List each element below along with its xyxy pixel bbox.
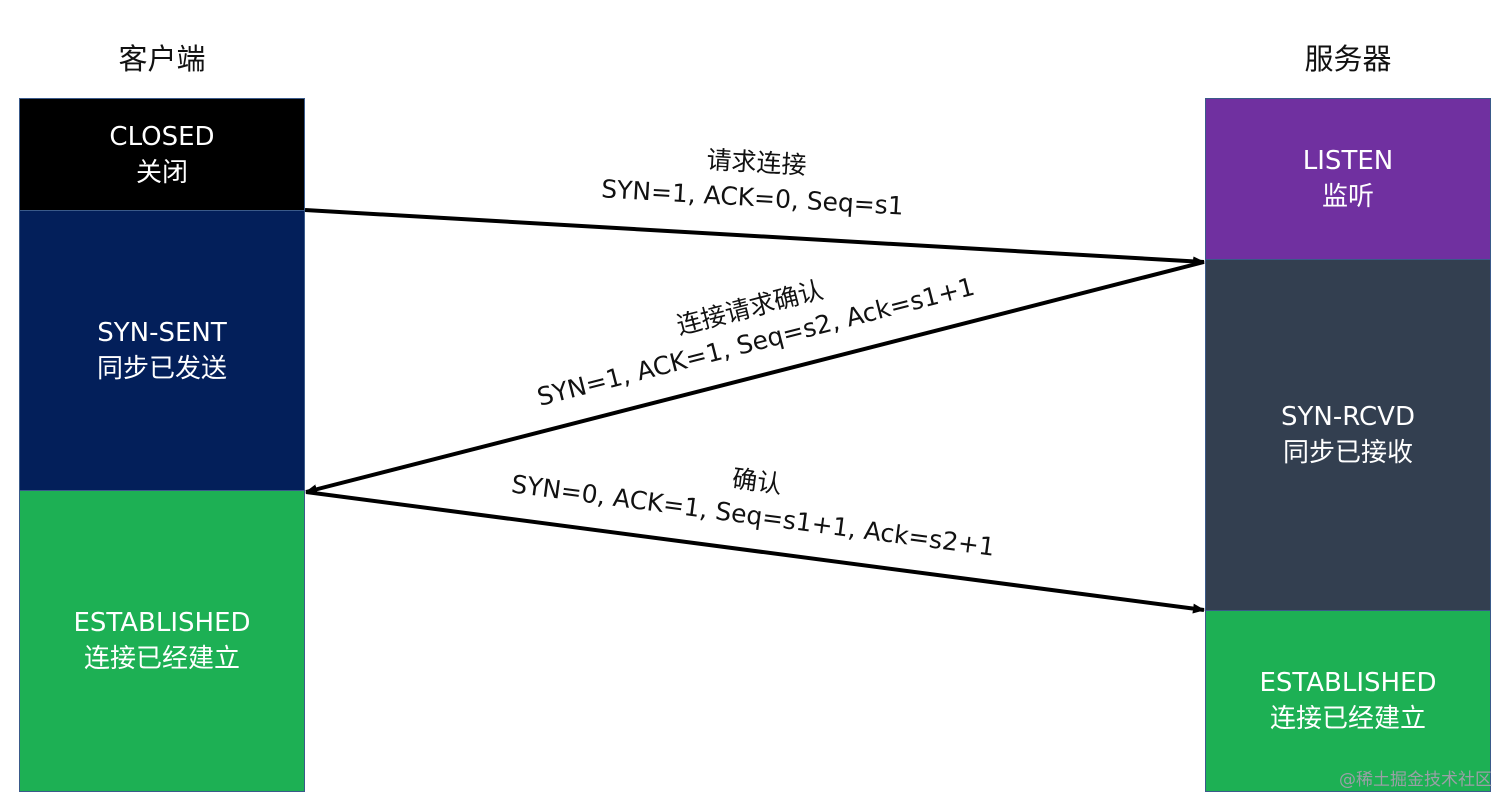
server-state-listen-zh: 监听 bbox=[1321, 182, 1374, 212]
client-state-syn-sent: SYN-SENT 同步已发送 bbox=[19, 210, 305, 491]
client-state-closed-en: CLOSED bbox=[109, 121, 215, 152]
server-state-syn-rcvd: SYN-RCVD 同步已接收 bbox=[1205, 259, 1491, 611]
client-state-established: ESTABLISHED 连接已经建立 bbox=[19, 490, 305, 792]
server-state-established: ESTABLISHED 连接已经建立 bbox=[1205, 610, 1491, 792]
message-1-detail: SYN=1, ACK=0, Seq=s1 bbox=[600, 174, 904, 220]
message-3-title: 确认 bbox=[730, 464, 783, 499]
server-state-listen-en: LISTEN bbox=[1302, 146, 1394, 176]
message-2-detail: SYN=1, ACK=1, Seq=s2, Ack=s1+1 bbox=[534, 272, 977, 412]
server-state-established-en: ESTABLISHED bbox=[1259, 668, 1437, 698]
message-2-title: 连接请求确认 bbox=[674, 275, 827, 340]
message-3-arrow bbox=[305, 490, 1205, 614]
client-state-syn-sent-zh: 同步已发送 bbox=[96, 353, 227, 384]
message-1-arrow bbox=[304, 208, 1205, 267]
watermark: @稀土掘金技术社区 bbox=[1339, 770, 1492, 790]
client-state-established-zh: 连接已经建立 bbox=[83, 644, 240, 674]
client-state-syn-sent-en: SYN-SENT bbox=[97, 317, 227, 348]
message-2-arrow bbox=[305, 260, 1205, 495]
server-state-listen: LISTEN 监听 bbox=[1205, 98, 1491, 260]
client-state-closed-zh: 关闭 bbox=[135, 157, 188, 188]
client-state-established-en: ESTABLISHED bbox=[73, 608, 251, 638]
server-state-syn-rcvd-en: SYN-RCVD bbox=[1281, 402, 1415, 432]
client-state-closed: CLOSED 关闭 bbox=[19, 98, 305, 211]
client-title: 客户端 bbox=[118, 42, 206, 76]
message-3-detail: SYN=0, ACK=1, Seq=s1+1, Ack=s2+1 bbox=[510, 469, 997, 561]
server-state-syn-rcvd-zh: 同步已接收 bbox=[1282, 438, 1413, 468]
server-title: 服务器 bbox=[1304, 42, 1392, 76]
message-1-title: 请求连接 bbox=[706, 145, 808, 180]
server-state-established-zh: 连接已经建立 bbox=[1269, 704, 1426, 734]
